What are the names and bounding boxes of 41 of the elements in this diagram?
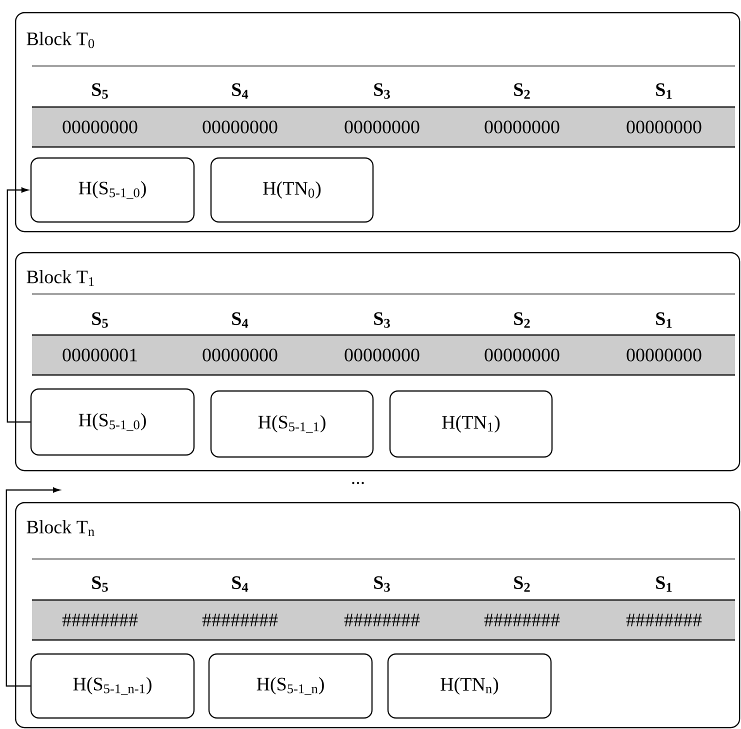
column-header: S$_{5}$	[92, 83, 108, 99]
table-cell: 00000000	[593, 335, 735, 375]
table-cell: 00000000	[311, 107, 452, 147]
column-header: S$_{3}$	[374, 312, 390, 328]
column-header: S$_{2}$	[514, 312, 530, 328]
column-header: S$_{4}$	[232, 576, 248, 592]
table-cell: ########	[32, 600, 170, 640]
table-cell: 00000000	[593, 107, 735, 147]
hash-box: H(S$_{5-1_1}$)	[210, 390, 374, 458]
table-cell: 00000000	[32, 107, 170, 147]
table-cell: 00000000	[311, 335, 452, 375]
column-header: S$_{1}$	[656, 83, 672, 99]
hash-box: H(TN$_{1}$)	[389, 390, 553, 458]
hash-box: H(S$_{5-1_0}$)	[30, 157, 195, 223]
column-header: S$_{4}$	[232, 83, 248, 99]
table-cell: ########	[170, 600, 311, 640]
table-cell: ########	[452, 600, 593, 640]
arrow	[6, 487, 60, 687]
column-header: S$_{1}$	[656, 312, 672, 328]
column-header: S$_{3}$	[374, 576, 390, 592]
arrow	[6, 187, 30, 423]
table-cell: 00000001	[32, 335, 170, 375]
column-header: S$_{1}$	[656, 576, 672, 592]
hash-box: H(TN$_{0}$)	[210, 157, 374, 223]
table-cell: 00000000	[170, 107, 311, 147]
column-header: S$_{3}$	[374, 83, 390, 99]
table-cell: ########	[311, 600, 452, 640]
table-cell: 00000000	[452, 107, 593, 147]
column-header: S$_{2}$	[514, 83, 530, 99]
hash-box: H(TN$_{n}$)	[387, 653, 552, 719]
column-header: S$_{2}$	[514, 576, 530, 592]
ellipsis: ...	[352, 482, 364, 484]
hash-box: H(S$_{5-1_n-1}$)	[30, 653, 195, 719]
hash-box: H(S$_{5-1_0}$)	[30, 388, 195, 456]
table-cell: 00000000	[452, 335, 593, 375]
column-header: S$_{5}$	[92, 312, 108, 328]
table-cell: 00000000	[170, 335, 311, 375]
column-header: S$_{5}$	[92, 576, 108, 592]
table-cell: ########	[593, 600, 735, 640]
column-header: S$_{4}$	[232, 312, 248, 328]
hash-box: H(S$_{5-1_n}$)	[208, 653, 373, 719]
